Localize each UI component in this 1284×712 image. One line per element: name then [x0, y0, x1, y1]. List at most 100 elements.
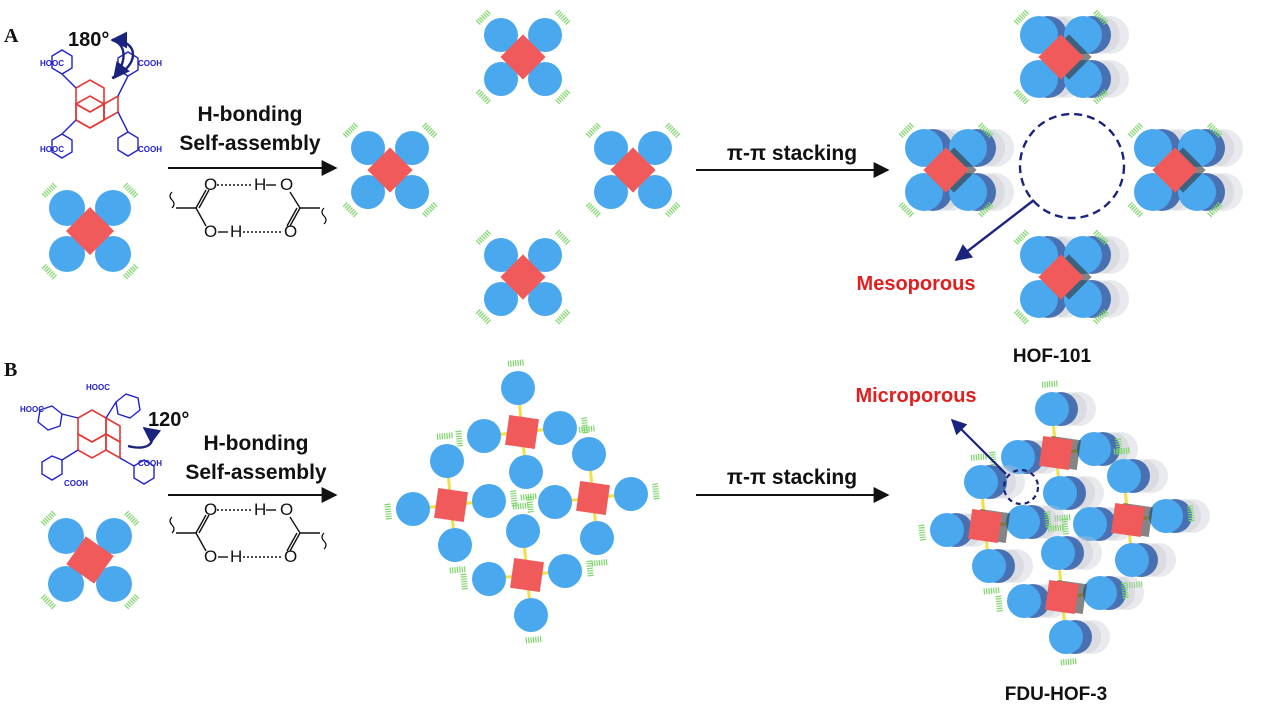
sphere [96, 566, 132, 602]
fringe-mark [1060, 658, 1077, 666]
sphere [1007, 584, 1041, 618]
fringe-mark [124, 510, 140, 526]
sphere [1020, 236, 1058, 274]
core-square [1111, 503, 1145, 537]
ligand-structure-a [51, 49, 139, 159]
step1-label: H-bonding [204, 432, 309, 455]
fringe-mark [970, 453, 987, 461]
fringe-mark [41, 182, 57, 198]
tecton-unit [898, 122, 1014, 218]
fringe-mark [555, 229, 571, 245]
core-square [610, 147, 656, 193]
core-square [968, 509, 1002, 543]
sphere [638, 131, 672, 165]
sphere [438, 528, 472, 562]
fringe-mark [512, 502, 529, 510]
fringe-mark [1121, 582, 1129, 599]
fringe-mark [581, 417, 589, 434]
fringe-mark [1187, 505, 1195, 522]
cooh-label: COOH [64, 479, 88, 488]
sphere [528, 238, 562, 272]
fringe-mark [978, 122, 994, 138]
fringe-mark [342, 202, 358, 218]
sphere [351, 131, 385, 165]
fringe-mark [1127, 202, 1143, 218]
fringe-mark [898, 122, 914, 138]
tecton-unit [1013, 229, 1129, 325]
atom-label: O [280, 500, 293, 519]
panel-letter: A [4, 25, 19, 47]
fringe-mark [40, 594, 56, 610]
fringe-mark [455, 430, 463, 447]
tecton-unit [918, 453, 1067, 595]
fringe-mark [510, 490, 518, 507]
step2-label: π-π stacking [727, 466, 857, 489]
sphere [484, 18, 518, 52]
micropore-ring [1002, 468, 1040, 506]
cooh-label: HOOC [86, 383, 110, 392]
sphere [95, 236, 131, 272]
sphere [580, 521, 614, 555]
tecton-unit [585, 122, 681, 218]
fringe-mark [1093, 309, 1109, 325]
core-square [505, 415, 539, 449]
fringe-mark [586, 560, 594, 577]
core-square [65, 206, 115, 256]
fringe-mark [555, 89, 571, 105]
sphere [964, 465, 998, 499]
sphere [1149, 499, 1183, 533]
sphere [48, 566, 84, 602]
fringe-mark [1093, 9, 1109, 25]
sphere [467, 419, 501, 453]
sphere [1077, 432, 1111, 466]
pore-pointer-arrow [954, 199, 1035, 262]
step1-label: Self-assembly [179, 132, 321, 155]
sphere [509, 455, 543, 489]
core-square [1039, 436, 1073, 470]
tecton-unit [1127, 122, 1243, 218]
atom-label: O [284, 222, 297, 241]
sphere [1006, 505, 1040, 539]
fringe-mark [1013, 229, 1029, 245]
panel-a: A HOOC COOH HOOC COOH [4, 9, 1243, 367]
atom-label: O [284, 547, 297, 566]
sphere [1073, 507, 1107, 541]
core-square [576, 481, 610, 515]
fringe-mark [1127, 122, 1143, 138]
fringe-mark [918, 524, 926, 541]
fringe-mark [652, 483, 660, 500]
panel-b: B HOOC HOOC COOH COOH 120° [4, 359, 1210, 705]
fringe-mark [41, 264, 57, 280]
atom-label: O [204, 547, 217, 566]
sphere [614, 477, 648, 511]
core-square [923, 147, 969, 193]
step1-label: H-bonding [198, 103, 303, 126]
sphere [396, 492, 430, 526]
sphere [395, 175, 429, 209]
fringe-mark [475, 89, 491, 105]
fringe-mark [1044, 511, 1052, 528]
fringe-mark [983, 587, 1000, 595]
product-label: FDU-HOF-3 [1005, 684, 1107, 705]
fringe-mark [1113, 447, 1130, 455]
fringe-mark [585, 202, 601, 218]
fringe-mark [585, 122, 601, 138]
stacked-framework-a [898, 9, 1243, 325]
mesopore-ring [1018, 112, 1126, 220]
tecton-unit [41, 182, 139, 280]
hbond-scheme: O H O O H O [169, 500, 327, 566]
sphere [1020, 60, 1058, 98]
pore-pointer-arrow [950, 418, 1007, 475]
cooh-label: HOOC [40, 145, 64, 154]
fringe-mark [1207, 122, 1223, 138]
fringe-mark [1126, 581, 1143, 589]
angle-label: 120° [148, 409, 189, 431]
atom-label: H [230, 547, 242, 566]
fringe-mark [422, 202, 438, 218]
tecton-unit [475, 229, 571, 325]
sphere [501, 371, 535, 405]
fringe-mark [1207, 202, 1223, 218]
cooh-label: COOH [138, 459, 162, 468]
atom-label: O [204, 175, 217, 194]
